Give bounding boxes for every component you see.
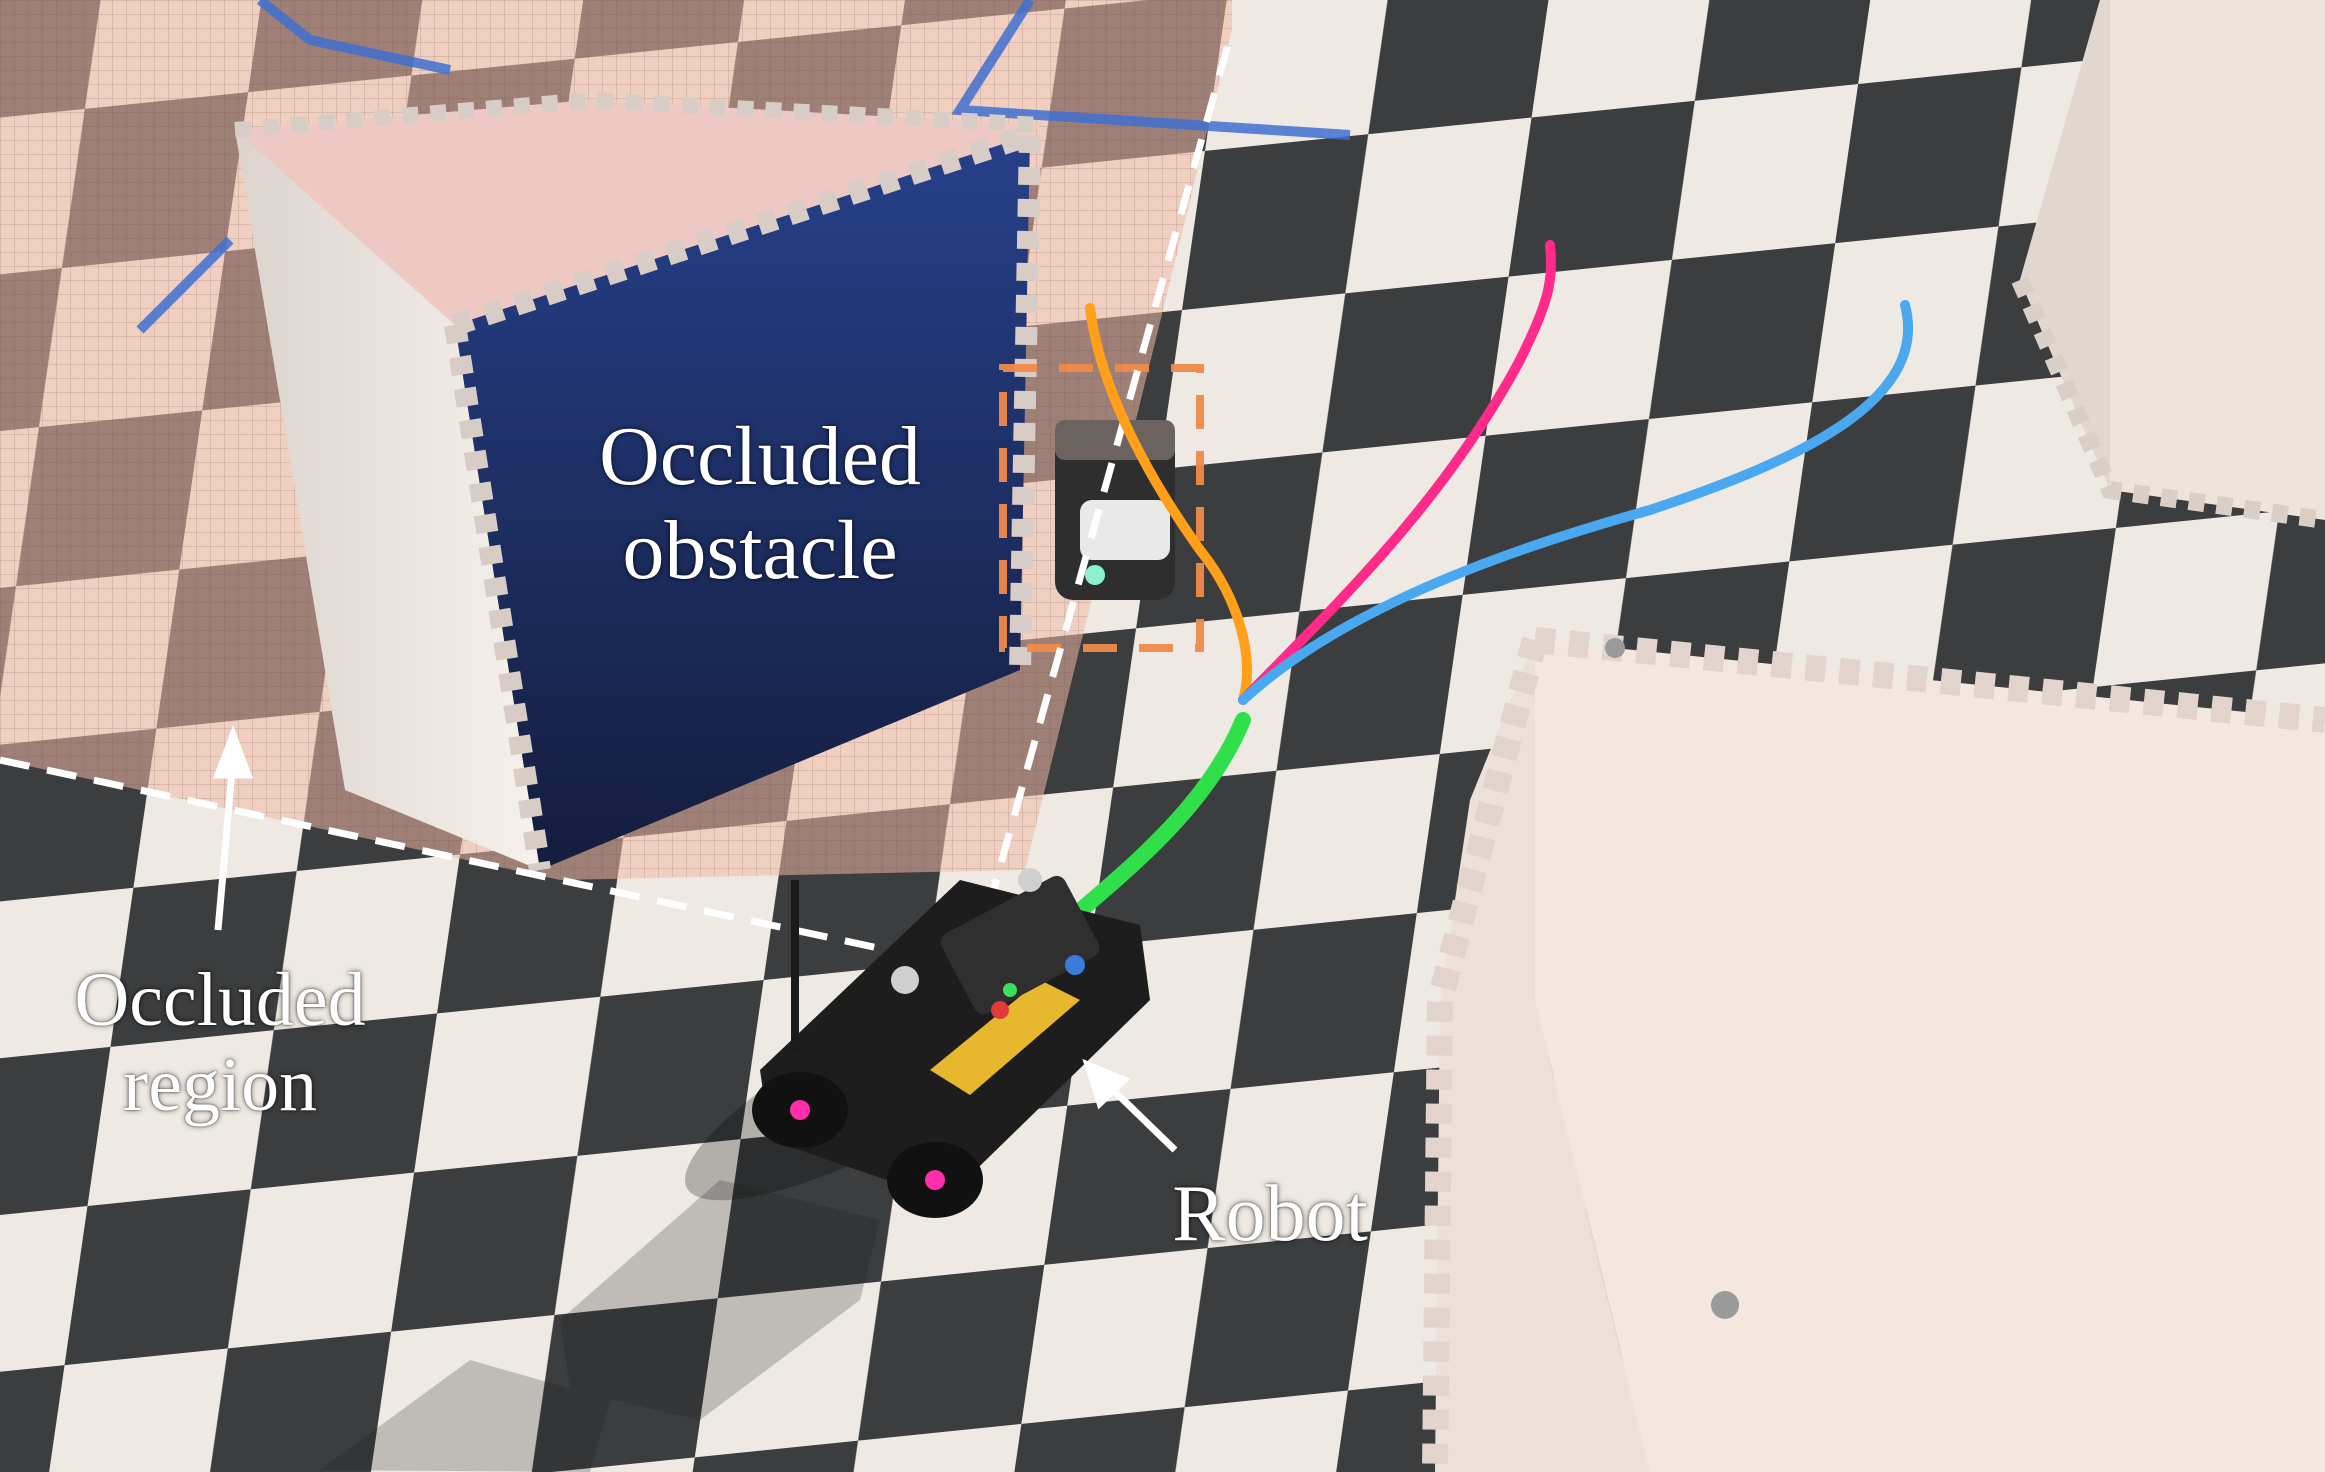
floor-tape <box>136 0 1351 334</box>
occluded-obstacle-label-line1: Occluded <box>599 410 921 503</box>
region-arrow <box>214 759 237 931</box>
trajectory-executed <box>1067 712 1251 923</box>
hidden-obstacle-highlight <box>999 364 1204 652</box>
cube-top <box>235 100 1040 325</box>
trajectory-blue <box>1238 300 1913 705</box>
occluded-region-label-line1: Occluded <box>74 958 366 1042</box>
block-top <box>1535 640 2325 1472</box>
cube-front-face <box>455 135 1030 870</box>
occluded-region-label: Occluded region <box>20 958 420 1128</box>
occlusion-boundary-line <box>0 29 1236 973</box>
cube-left-face <box>235 130 540 870</box>
foam-block-bottom-right <box>1422 627 2325 1472</box>
occluded-region-label-line2: region <box>122 1043 318 1128</box>
occluded-obstacle-label-line2: obstacle <box>622 504 898 598</box>
foam-block-top-right <box>2011 0 2325 529</box>
robot-arrow <box>1105 1082 1178 1153</box>
trajectories <box>1067 240 1913 923</box>
robot-car-icon <box>684 868 1150 1218</box>
occluded-obstacle-label: Occluded obstacle <box>560 410 960 598</box>
occluding-cube <box>234 91 1041 872</box>
annotation-arrows <box>212 725 1178 1153</box>
robot-ghost-trail <box>320 1180 880 1472</box>
trajectory-orange <box>1085 303 1253 705</box>
hidden-robot-icon <box>1055 420 1175 600</box>
trajectory-pink <box>1238 240 1556 705</box>
robot-label: Robot <box>1172 1170 1368 1258</box>
